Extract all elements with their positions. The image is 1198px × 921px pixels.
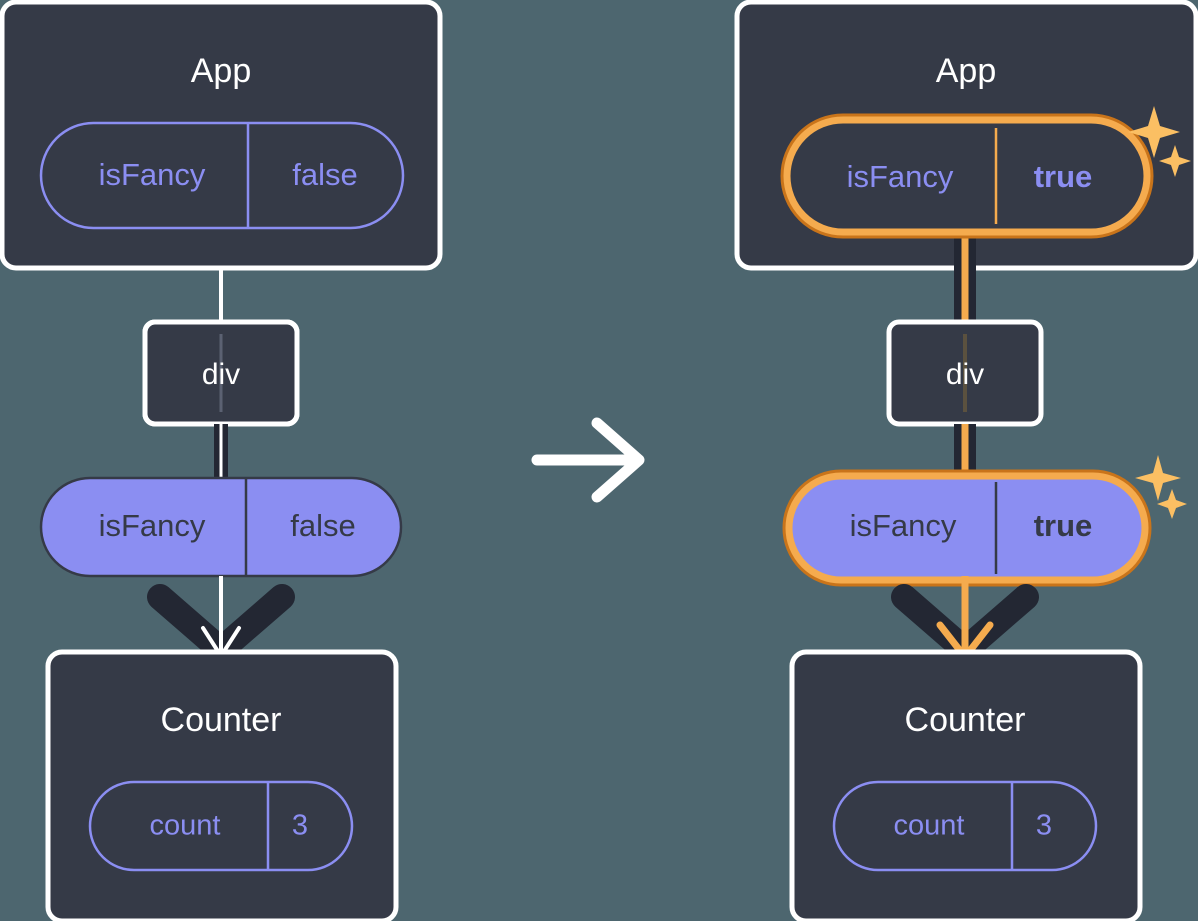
app-state-pill-key-before: isFancy bbox=[99, 157, 206, 192]
div-box-title-before: div bbox=[202, 358, 240, 391]
prop-pill-key-after: isFancy bbox=[850, 508, 957, 543]
counter-box-title-after: Counter bbox=[905, 701, 1026, 739]
prop-pill-value-before: false bbox=[290, 508, 355, 543]
counter-state-pill-value-before: 3 bbox=[292, 810, 308, 842]
app-box-before bbox=[0, 0, 443, 271]
prop-pill-value-after: true bbox=[1034, 508, 1093, 543]
sparkle-small-icon-prop bbox=[1157, 489, 1187, 519]
counter-state-pill-after: count 3 bbox=[832, 780, 1098, 872]
app-state-pill-inner-highlight-after bbox=[783, 116, 1151, 236]
sparkle-group-app-after bbox=[1128, 106, 1191, 177]
counter-state-pill-value-after: 3 bbox=[1036, 810, 1052, 842]
counter-box-before bbox=[45, 649, 399, 921]
sparkle-large-icon-prop bbox=[1135, 455, 1181, 501]
app-state-pill-value-after: true bbox=[1034, 159, 1093, 194]
counter-state-pill-shape-after bbox=[832, 780, 1098, 872]
counter-state-pill-shape-before bbox=[88, 780, 354, 872]
counter-state-pill-key-before: count bbox=[150, 810, 221, 842]
app-state-pill-before: isFancy false bbox=[39, 121, 405, 230]
counter-state-pill-key-after: count bbox=[894, 810, 965, 842]
sparkle-group-prop-after bbox=[1135, 455, 1187, 519]
counter-box-after bbox=[789, 649, 1143, 921]
sparkle-large-icon-app bbox=[1128, 106, 1180, 158]
app-box-title-before: App bbox=[191, 52, 252, 90]
transition-arrow-head bbox=[591, 417, 645, 503]
transition-arrow bbox=[531, 417, 645, 503]
prop-pill-after: isFancy true bbox=[782, 455, 1187, 587]
app-state-pill-shape-before bbox=[39, 121, 405, 230]
counter-state-pill-before: count 3 bbox=[88, 780, 354, 872]
app-box-title-after: App bbox=[936, 52, 997, 90]
panel-before: App isFancy false div isFancy false bbox=[0, 0, 443, 921]
panel-after: App isFancy true div bbox=[734, 0, 1198, 921]
prop-pill-key-before: isFancy bbox=[99, 508, 206, 543]
app-state-pill-after: isFancy true bbox=[780, 106, 1191, 239]
div-box-title-after: div bbox=[946, 358, 984, 391]
app-state-pill-value-before: false bbox=[292, 157, 357, 192]
prop-pill-before: isFancy false bbox=[39, 476, 403, 578]
counter-box-title-before: Counter bbox=[161, 701, 282, 739]
sparkle-small-icon-app bbox=[1159, 145, 1191, 177]
app-state-pill-key-after: isFancy bbox=[847, 159, 954, 194]
